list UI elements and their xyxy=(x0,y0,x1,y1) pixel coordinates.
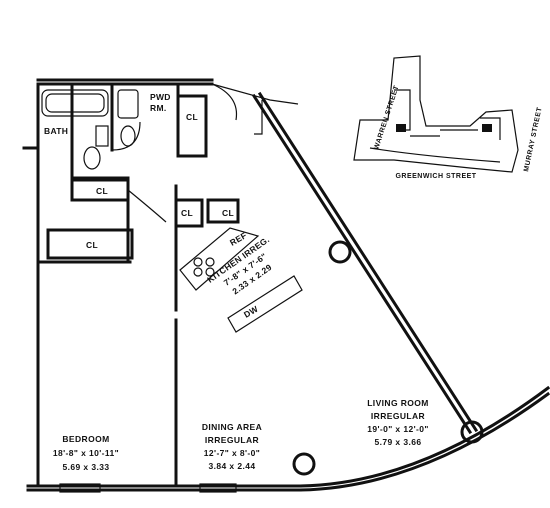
interior-walls xyxy=(36,82,240,488)
bedroom-dim-ft: 18'-8" x 10'-11" xyxy=(53,448,119,458)
sink-icon xyxy=(95,125,109,147)
column-icon xyxy=(292,452,316,476)
bedroom-name: BEDROOM xyxy=(62,434,109,444)
burner-icon xyxy=(193,267,203,277)
dining-dim-ft: 12'-7" x 8'-0" xyxy=(204,448,260,458)
key-plan-outline xyxy=(353,55,519,173)
column-icon xyxy=(328,240,352,264)
key-plan: WARREN STREET GREENWICH STREET MURRAY ST… xyxy=(353,55,544,180)
living-name: LIVING ROOM xyxy=(367,398,429,408)
door-swing-icon xyxy=(127,189,167,223)
exterior-walls xyxy=(22,78,550,492)
toilet-icon xyxy=(83,146,101,170)
bedroom-dim-m: 5.69 x 3.33 xyxy=(63,462,110,472)
closet-label: CL xyxy=(96,186,108,196)
street-label-warren: WARREN STREET xyxy=(373,84,400,150)
bathtub-icon xyxy=(41,89,109,117)
powder-label: PWD xyxy=(150,92,171,102)
living-shape: IRREGULAR xyxy=(371,411,425,421)
dining-dim-m: 3.84 x 2.44 xyxy=(209,461,256,471)
unit-marker-icon xyxy=(482,124,492,132)
bath-label: BATH xyxy=(44,126,68,136)
window-icon xyxy=(199,483,237,493)
closet-label: CL xyxy=(181,208,193,218)
living-dim-ft: 19'-0" x 12'-0" xyxy=(367,424,429,434)
burner-icon xyxy=(205,267,215,277)
powder-label-2: RM. xyxy=(150,103,166,113)
unit-marker-icon xyxy=(396,124,406,132)
closet-label: CL xyxy=(222,208,234,218)
street-label-murray: MURRAY STREET xyxy=(523,106,544,172)
door-swing-icon xyxy=(111,121,141,151)
powder-sink-icon xyxy=(117,89,139,119)
living-dim-m: 5.79 x 3.66 xyxy=(375,437,422,447)
door-swing-icon xyxy=(211,83,238,121)
kitchen-counter xyxy=(179,227,260,291)
window-icon xyxy=(59,483,101,493)
closet-label: CL xyxy=(86,240,98,250)
burner-icon xyxy=(193,257,203,267)
street-label-greenwich: GREENWICH STREET xyxy=(395,173,476,180)
dishwasher-label: DW xyxy=(242,303,260,319)
fixtures xyxy=(41,83,484,493)
closet-label: CL xyxy=(186,112,198,122)
dining-shape: IRREGULAR xyxy=(205,435,259,445)
room-labels: BEDROOM 18'-8" x 10'-11" 5.69 x 3.33 DIN… xyxy=(44,92,429,472)
kitchen-island xyxy=(227,275,303,333)
dining-name: DINING AREA xyxy=(202,422,262,432)
column-icon xyxy=(460,420,484,444)
burner-icon xyxy=(205,257,215,267)
